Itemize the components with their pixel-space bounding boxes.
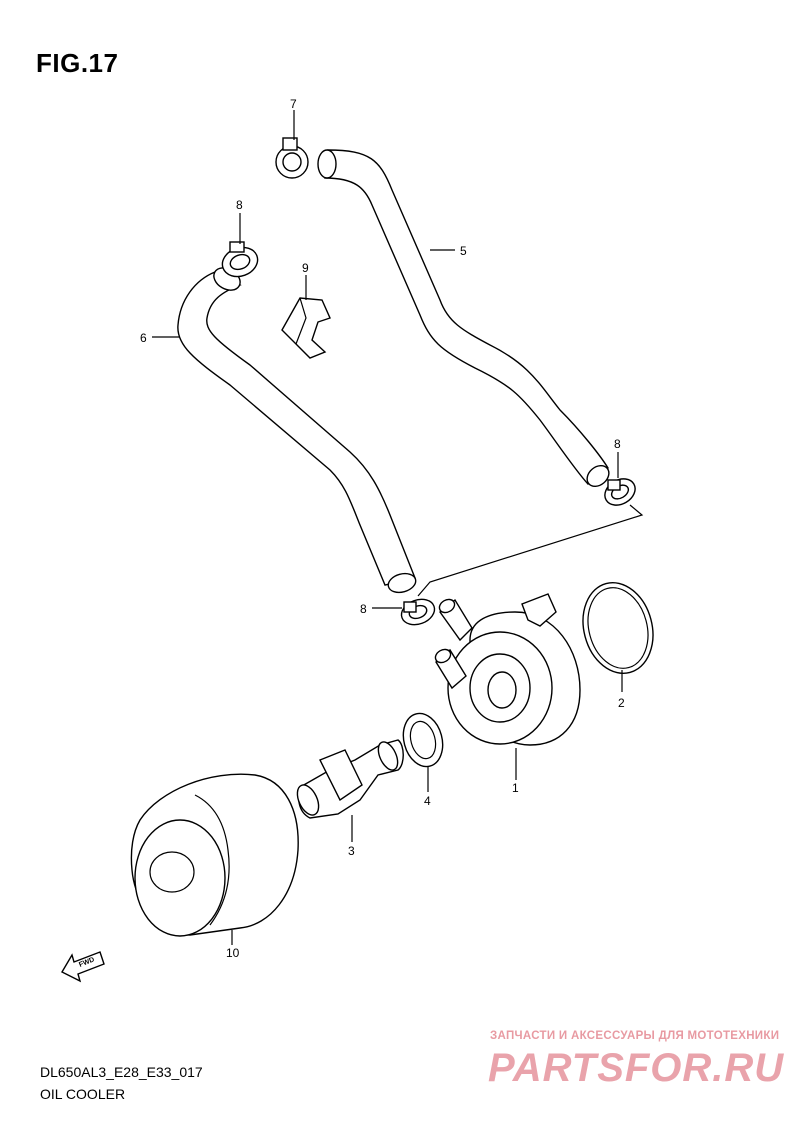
callout-2: 2 <box>618 696 625 710</box>
routing-lines <box>417 504 644 597</box>
fwd-arrow-icon: FWD <box>61 951 105 983</box>
callout-8-right: 8 <box>614 437 621 451</box>
callout-4: 4 <box>424 794 431 808</box>
callout-8-top: 8 <box>236 198 243 212</box>
callout-1: 1 <box>512 781 519 795</box>
diagram-code: DL650AL3_E28_E33_017 <box>40 1064 203 1080</box>
clamp-8-top[interactable] <box>218 241 261 281</box>
hose-5[interactable] <box>317 149 613 491</box>
clamp-8-lower[interactable] <box>398 595 438 629</box>
clamp-7[interactable] <box>275 137 309 179</box>
callout-numbers: 7 8 9 5 6 8 8 2 1 4 3 10 <box>140 97 625 960</box>
oil-filter-10[interactable] <box>130 773 299 937</box>
callout-5: 5 <box>460 244 467 258</box>
gasket-4[interactable] <box>398 709 449 771</box>
oil-cooler-1[interactable] <box>433 593 581 746</box>
watermark-tagline: ЗАПЧАСТИ И АКСЕССУАРЫ ДЛЯ МОТОТЕХНИКИ <box>490 1030 780 1042</box>
clamp-8-right[interactable] <box>600 474 640 511</box>
figure-title: FIG.17 <box>36 48 119 78</box>
callout-3: 3 <box>348 844 355 858</box>
watermark-brand: PARTSFOR.RU <box>488 1046 785 1090</box>
callout-6: 6 <box>140 331 147 345</box>
callout-9: 9 <box>302 261 309 275</box>
callout-8-lower: 8 <box>360 602 367 616</box>
clamp-9[interactable] <box>281 297 331 359</box>
o-ring-2[interactable] <box>573 575 662 681</box>
callout-7: 7 <box>290 97 297 111</box>
leader-lines <box>152 110 623 945</box>
union-bolt-3[interactable] <box>293 739 404 819</box>
callout-10: 10 <box>226 946 240 960</box>
diagram-name: OIL COOLER <box>40 1086 126 1102</box>
